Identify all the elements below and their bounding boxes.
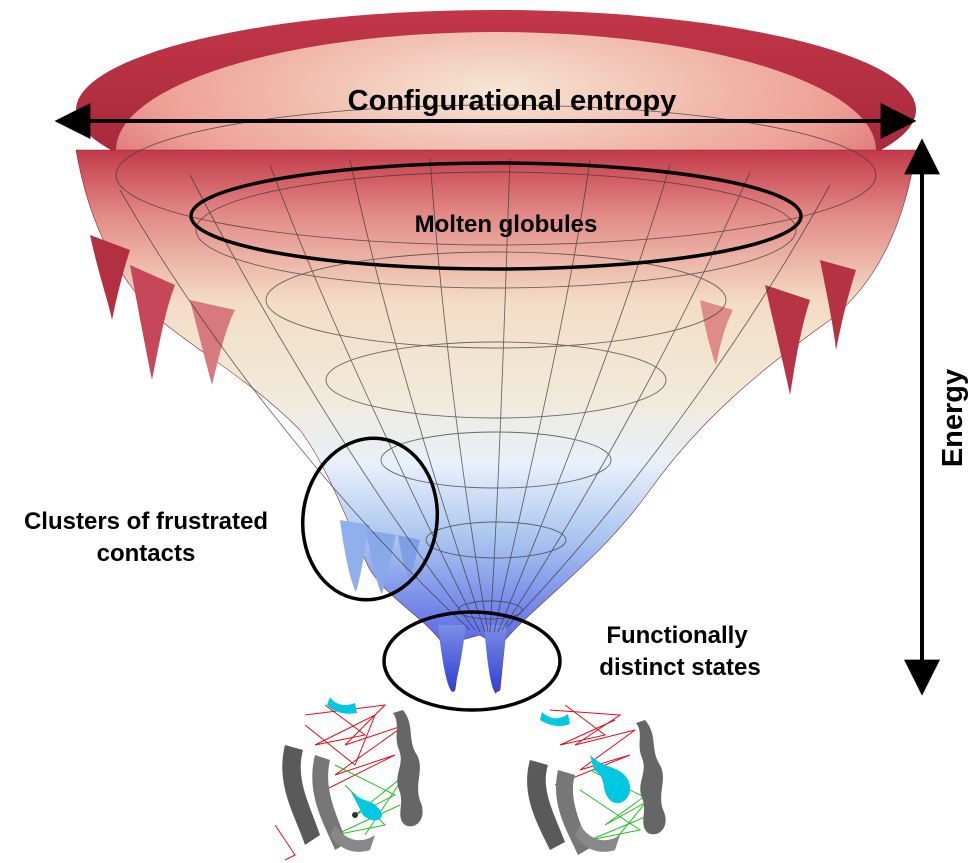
- molten-globules-label: Molten globules: [415, 211, 598, 238]
- functional-states-label-line1: Functionally: [606, 622, 748, 649]
- frustrated-minimum-3: [398, 535, 420, 580]
- rim-minimum-left-2: [130, 265, 175, 380]
- frustrated-minimum-1: [340, 520, 370, 592]
- rim-minimum-left-3: [190, 300, 235, 385]
- right-structure: [527, 704, 666, 855]
- functional-states-label-line2: distinct states: [599, 654, 760, 681]
- frustrated-minimum-2: [366, 530, 396, 594]
- rim-minimum-right-1: [765, 285, 810, 395]
- frustrated-contacts-label-line2: contacts: [97, 540, 196, 567]
- energy-axis-label: Energy: [937, 369, 969, 467]
- rim-minimum-left-1: [90, 235, 130, 320]
- frustrated-contacts-label-line1: Clusters of frustrated: [24, 508, 268, 535]
- rim-minimum-right-3: [700, 300, 733, 365]
- funnel-mesh: [115, 104, 877, 633]
- native-minimum-right: [484, 625, 507, 694]
- entropy-axis-label: Configurational entropy: [348, 85, 677, 117]
- left-structure: [274, 697, 423, 861]
- rim-minimum-right-2: [820, 260, 856, 350]
- native-minimum-left: [438, 625, 466, 692]
- molten-globules-region: [189, 161, 803, 271]
- functional-states-region: [382, 610, 562, 712]
- frustrated-contacts-region: [300, 436, 440, 602]
- energy-funnel: [75, 10, 917, 694]
